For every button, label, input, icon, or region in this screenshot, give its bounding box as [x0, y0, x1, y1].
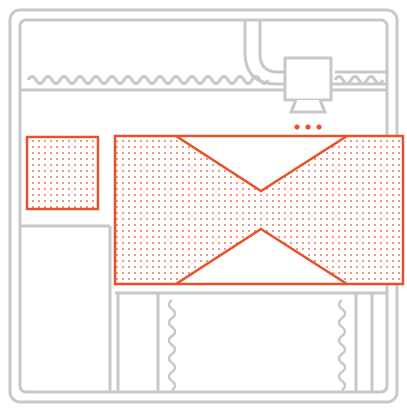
- rail-loop: [243, 20, 387, 86]
- wavy-belt: [26, 75, 270, 85]
- cut-x-block: [113, 134, 405, 286]
- rail-loop-inner: [258, 20, 295, 74]
- print-head-icon: [283, 56, 333, 114]
- sheet-wave-right: [337, 299, 347, 391]
- sheet-wave-left: [167, 299, 177, 391]
- x-cut-bottom: [173, 227, 350, 284]
- emission-dots-icon: [294, 124, 322, 130]
- wavy-belt-right: [333, 75, 385, 85]
- small-dotted-block: [25, 135, 100, 211]
- x-cut-top: [173, 136, 350, 193]
